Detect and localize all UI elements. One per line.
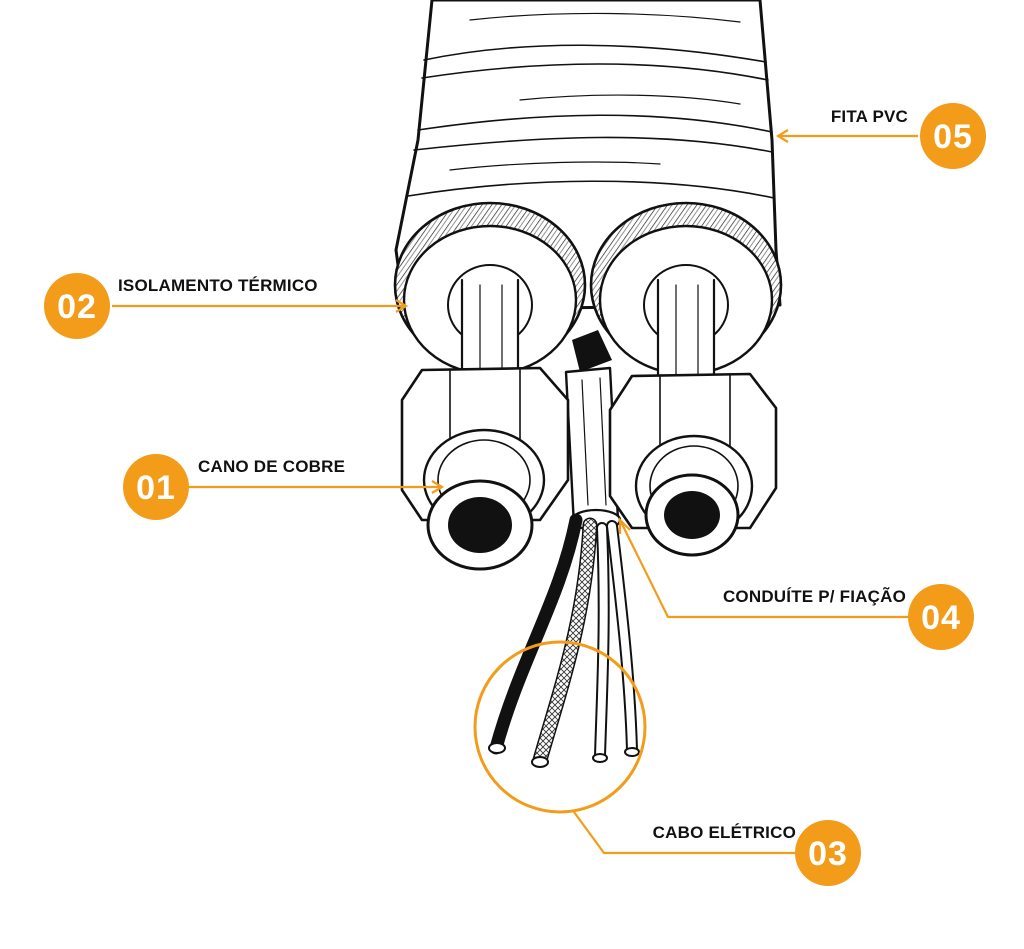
callout-04: 04 CONDUÍTE P/ FIAÇÃO [723, 584, 974, 650]
callout-01-number: 01 [136, 469, 176, 507]
callout-03-number: 03 [808, 835, 848, 873]
callout-05: 05 FITA PVC [831, 103, 986, 169]
callout-01: 01 CANO DE COBRE [123, 454, 345, 520]
electric-cables [488, 513, 640, 768]
callout-02-label: ISOLAMENTO TÉRMICO [118, 276, 318, 295]
callout-04-number: 04 [921, 599, 961, 637]
cable-highlight-circle [473, 640, 647, 814]
wiring-conduit [564, 366, 622, 532]
callout-03-label: CABO ELÉTRICO [653, 823, 796, 842]
callout-05-label: FITA PVC [831, 107, 908, 126]
leader-lines [112, 129, 918, 855]
callout-02: 02 ISOLAMENTO TÉRMICO [44, 273, 318, 339]
flare-nut-left [400, 366, 570, 571]
callout-05-number: 05 [933, 118, 973, 156]
callout-03: 03 CABO ELÉTRICO [653, 820, 861, 886]
callout-01-label: CANO DE COBRE [198, 457, 345, 476]
callout-04-label: CONDUÍTE P/ FIAÇÃO [723, 586, 906, 606]
callout-02-number: 02 [57, 288, 97, 326]
flare-nut-right [608, 372, 778, 557]
